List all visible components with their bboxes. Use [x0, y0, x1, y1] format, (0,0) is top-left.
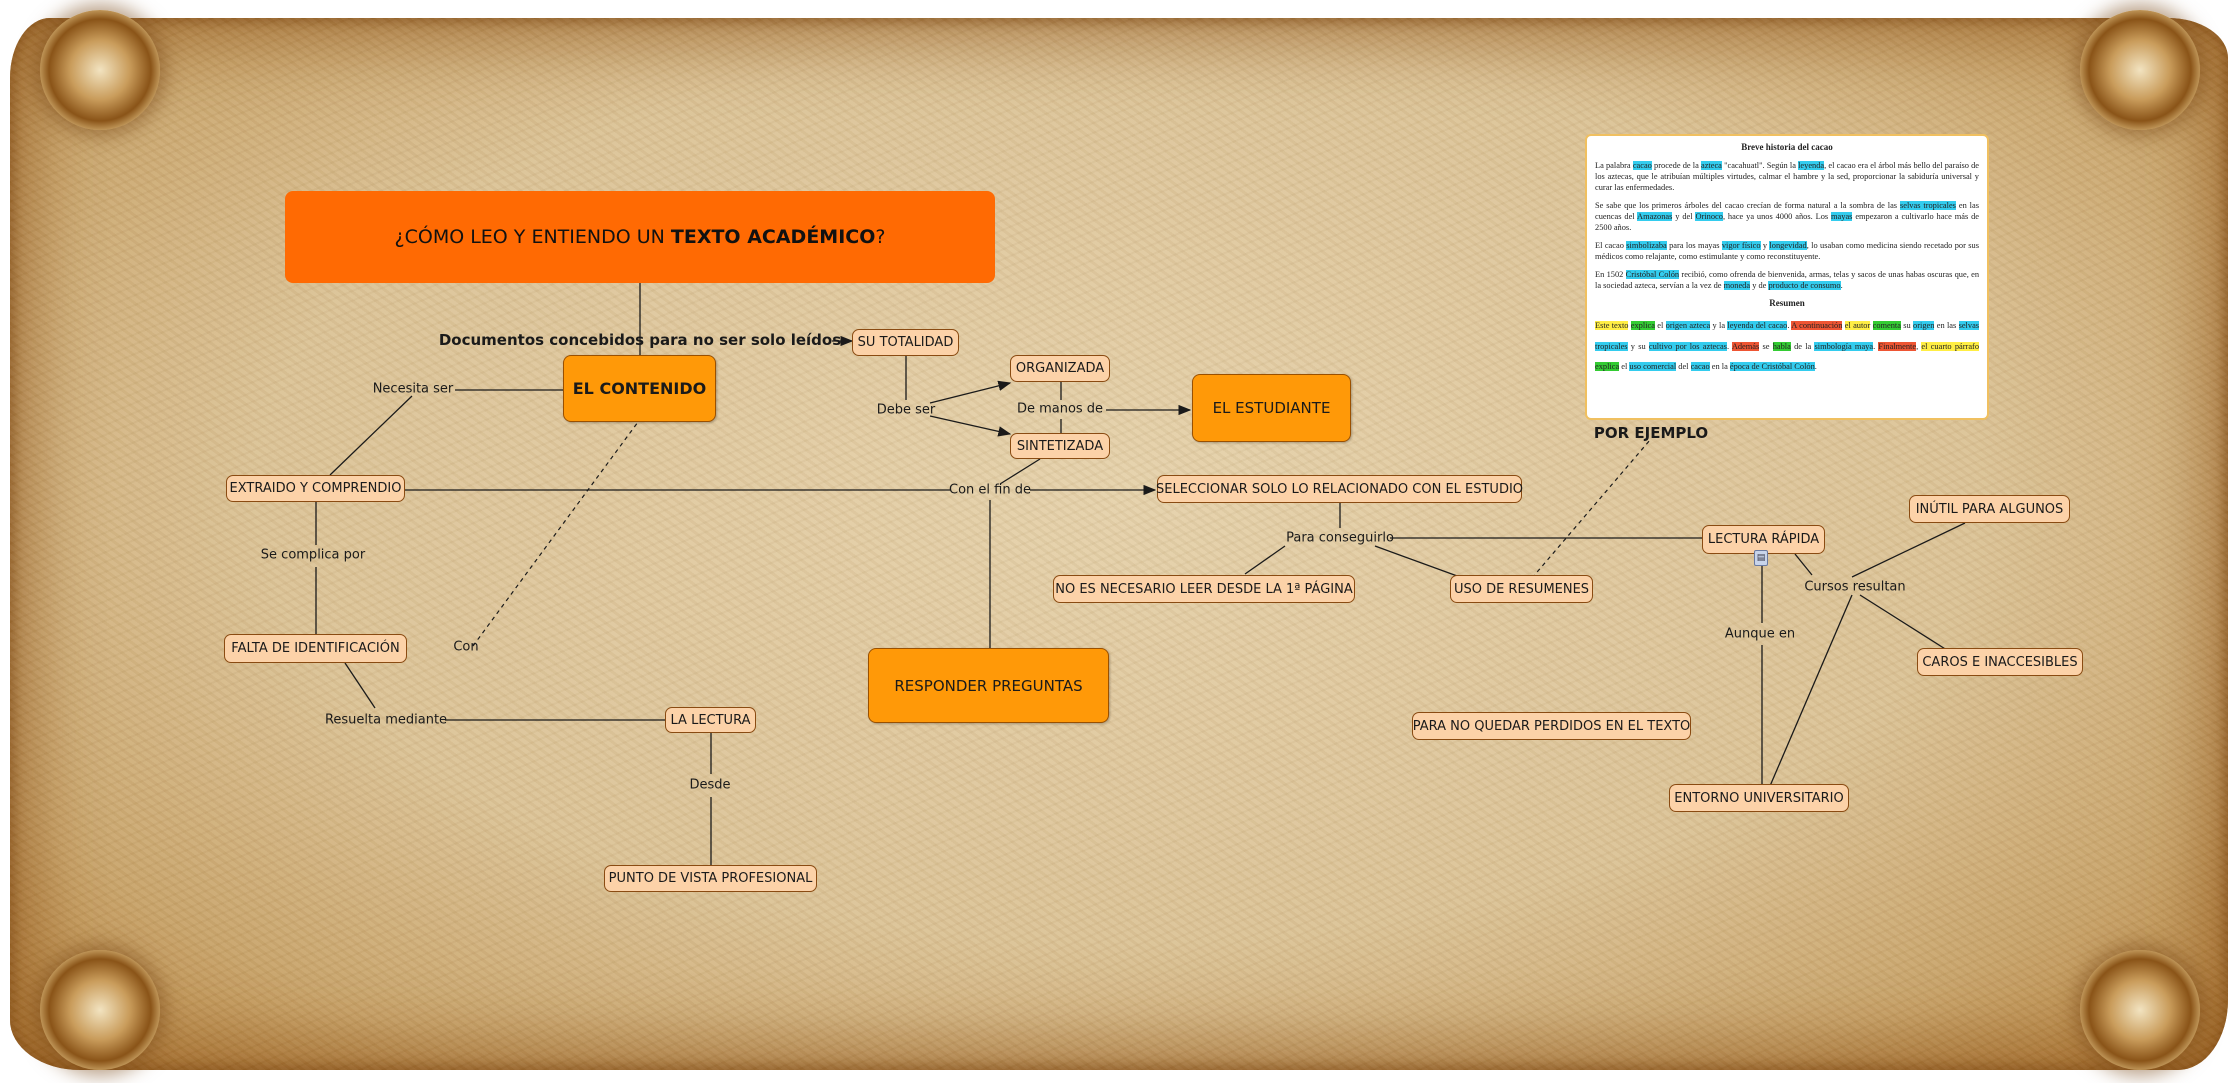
node-sintetizada[interactable]: SINTETIZADA — [1010, 433, 1110, 459]
scroll-curl-icon — [2080, 950, 2200, 1070]
link-con-el-fin-de: Con el fin de — [949, 482, 1031, 498]
link-desde: Desde — [689, 777, 731, 793]
doc-resumen-heading: Resumen — [1769, 298, 1805, 308]
scroll-curl-icon — [40, 10, 160, 130]
attachment-icon[interactable]: ▤ — [1754, 550, 1768, 566]
node-no-es-necesario[interactable]: NO ES NECESARIO LEER DESDE LA 1ª PÁGINA — [1053, 575, 1355, 603]
example-document-image[interactable]: Breve historia del cacao La palabra caca… — [1585, 134, 1989, 420]
node-entorno-universitario[interactable]: ENTORNO UNIVERSITARIO — [1669, 784, 1849, 812]
doc-paragraph: La palabra cacao procede de la azteca "c… — [1595, 161, 1980, 192]
node-caros-e-inaccesibles[interactable]: CAROS E INACCESIBLES — [1917, 648, 2083, 676]
label-por-ejemplo: POR EJEMPLO — [1593, 424, 1709, 442]
node-organizada[interactable]: ORGANIZADA — [1010, 355, 1110, 382]
link-de-manos-de: De manos de — [1016, 401, 1104, 417]
doc-heading: Breve historia del cacao — [1741, 142, 1833, 152]
node-uso-de-resumenes[interactable]: USO DE RESUMENES — [1450, 575, 1593, 603]
doc-paragraph: Se sabe que los primeros árboles del cac… — [1595, 201, 1980, 232]
link-necesita-ser: Necesita ser — [372, 381, 454, 397]
node-falta-de-identificacion[interactable]: FALTA DE IDENTIFICACIÓN — [224, 634, 407, 663]
link-cursos-resultan: Cursos resultan — [1804, 579, 1906, 595]
node-para-no-quedar-perdidos[interactable]: PARA NO QUEDAR PERDIDOS EN EL TEXTO — [1412, 712, 1691, 740]
title-text: ¿CÓMO LEO Y ENTIENDO UN — [394, 226, 671, 248]
node-punto-de-vista-profesional[interactable]: PUNTO DE VISTA PROFESIONAL — [604, 865, 817, 892]
node-la-lectura[interactable]: LA LECTURA — [665, 707, 756, 733]
link-se-complica-por: Se complica por — [260, 547, 366, 563]
node-el-contenido[interactable]: EL CONTENIDO — [563, 355, 716, 422]
doc-paragraph: El cacao simbolizaba para los mayas vigo… — [1595, 241, 1979, 261]
node-lectura-rapida[interactable]: LECTURA RÁPIDA — [1702, 525, 1825, 554]
scroll-curl-icon — [2080, 10, 2200, 130]
link-para-conseguirlo: Para conseguirlo — [1286, 530, 1394, 546]
link-con: Con — [453, 639, 479, 655]
link-aunque-en: Aunque en — [1724, 626, 1796, 642]
node-el-estudiante[interactable]: EL ESTUDIANTE — [1192, 374, 1351, 442]
link-debe-ser: Debe ser — [876, 402, 936, 418]
title-emphasis: TEXTO ACADÉMICO — [670, 226, 876, 248]
link-documentos-concebidos: Documentos concebidos para no ser solo l… — [438, 331, 842, 349]
node-responder-preguntas[interactable]: RESPONDER PREGUNTAS — [868, 648, 1109, 723]
doc-paragraph: En 1502 Cristóbal Colón recibió, como of… — [1595, 270, 1980, 290]
map-title: ¿CÓMO LEO Y ENTIENDO UN TEXTO ACADÉMICO? — [285, 191, 995, 283]
node-inutil-para-algunos[interactable]: INÚTIL PARA ALGUNOS — [1909, 495, 2070, 523]
node-seleccionar[interactable]: SELECCIONAR SOLO LO RELACIONADO CON EL E… — [1156, 475, 1523, 503]
scroll-curl-icon — [40, 950, 160, 1070]
title-suffix: ? — [875, 226, 886, 248]
doc-summary: Este texto explica el origen azteca y la… — [1595, 321, 1980, 371]
node-extraido-y-comprendio[interactable]: EXTRAIDO Y COMPRENDIO — [226, 475, 405, 502]
link-resuelta-mediante: Resuelta mediante — [324, 712, 448, 728]
node-su-totalidad[interactable]: SU TOTALIDAD — [852, 329, 959, 356]
